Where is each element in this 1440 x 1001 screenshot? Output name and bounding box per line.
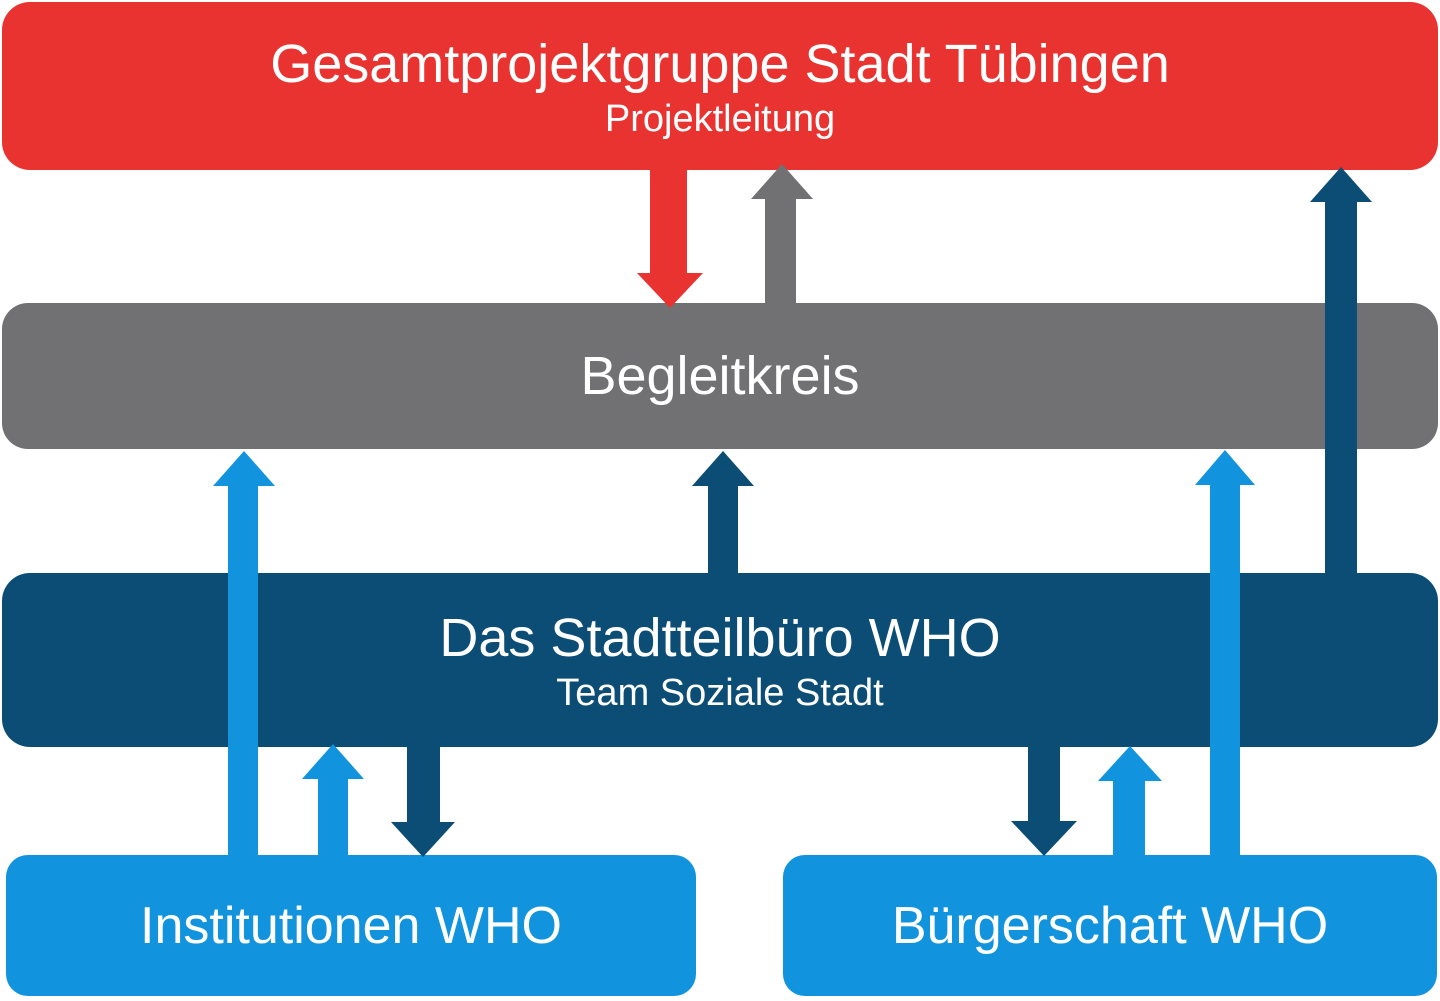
top-box-gesamtprojektgruppe: Gesamtprojektgruppe Stadt Tübingen Proje… <box>2 2 1438 170</box>
middle-box-begleitkreis: Begleitkreis <box>2 303 1438 449</box>
bottom-left-box-institutionen: Institutionen WHO <box>6 855 696 996</box>
top-box-title: Gesamtprojektgruppe Stadt Tübingen <box>270 34 1170 94</box>
office-box-subtitle: Team Soziale Stadt <box>556 672 884 714</box>
bottom-right-box-buergerschaft: Bürgerschaft WHO <box>783 855 1437 996</box>
office-box-title: Das Stadtteilbüro WHO <box>439 608 1001 668</box>
top-box-subtitle: Projektleitung <box>604 98 836 140</box>
bottom-left-box-title: Institutionen WHO <box>140 896 562 955</box>
bottom-right-box-title: Bürgerschaft WHO <box>891 896 1329 955</box>
middle-box-title: Begleitkreis <box>580 346 860 406</box>
